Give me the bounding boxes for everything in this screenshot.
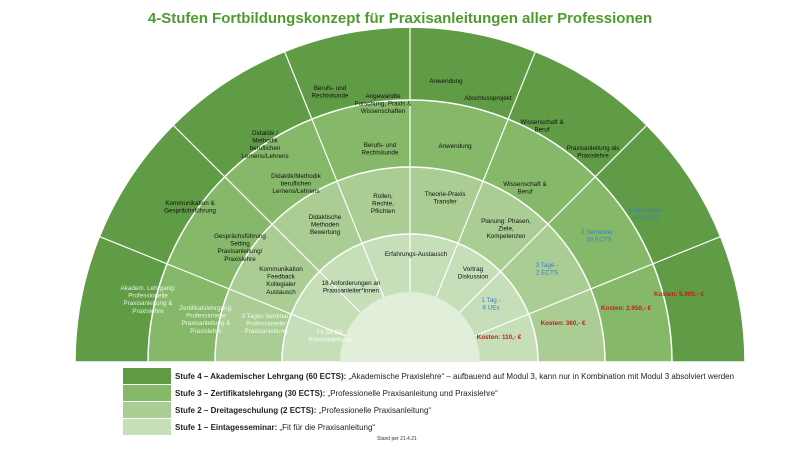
legend-text: Stufe 1 – Eintagesseminar: „Fit für die … xyxy=(175,422,376,432)
segment-divider xyxy=(172,124,361,313)
legend-row-stufe-1: Stufe 1 – Eintagesseminar: „Fit für die … xyxy=(123,419,375,435)
segment-label-second: Kosten: 360,- € xyxy=(541,320,586,327)
legend-swatch xyxy=(123,402,171,418)
segment-label-second: Rollen,Rechte,Pflichten xyxy=(371,193,396,215)
segment-label-first: 1 Tag -8 UEs xyxy=(481,297,500,312)
legend-text: Stufe 2 – Dreitageschulung (2 ECTS): „Pr… xyxy=(175,405,432,415)
segment-divider xyxy=(459,124,648,313)
segment-label-third: Kosten: 2.950,- € xyxy=(601,305,652,312)
segment-label-outer: Anwendung xyxy=(429,78,463,85)
segment-label-outer: Wissenschaft &Beruf xyxy=(520,119,564,134)
segment-label-outer: 4 Semester -60 ECTS xyxy=(628,207,664,222)
legend-row-stufe-3: Stufe 3 – Zertifikatslehrgang (30 ECTS):… xyxy=(123,385,498,401)
legend-row-stufe-2: Stufe 2 – Dreitageschulung (2 ECTS): „Pr… xyxy=(123,402,431,418)
segment-divider xyxy=(99,235,346,337)
legend-swatch xyxy=(123,368,171,384)
segment-label-third: Anwendung xyxy=(438,143,472,150)
legend-text: Stufe 3 – Zertifikatslehrgang (30 ECTS):… xyxy=(175,388,498,398)
diagram-title: 4-Stufen Fortbildungskonzept für Praxisa… xyxy=(147,10,653,27)
segment-label-second: 3 Tage -2 ECTS xyxy=(536,262,559,277)
ring-core xyxy=(340,292,480,362)
segment-divider xyxy=(283,51,385,298)
legend-text: Stufe 4 – Akademischer Lehrgang (60 ECTS… xyxy=(175,371,735,381)
stand-date: Stand per 21.4.21 xyxy=(377,436,417,442)
segment-divider xyxy=(474,235,721,337)
segment-label-outer: Kommunikation &Gesprächsführung xyxy=(164,200,216,215)
segment-divider xyxy=(435,51,537,298)
segment-label-outer: Abschlussprojekt xyxy=(464,95,512,102)
segment-label-second: Planung: Phasen,Ziele,Kompetenzen xyxy=(481,218,531,240)
segment-label-third: Wissenschaft &Beruf xyxy=(503,181,547,196)
legend-row-stufe-4: Stufe 4 – Akademischer Lehrgang (60 ECTS… xyxy=(123,368,734,384)
segment-label-first: Erfahrungs-Austausch xyxy=(385,251,448,258)
segment-label-third: 2 Semester -30 ECTS xyxy=(581,229,617,244)
legend-swatch xyxy=(123,385,171,401)
segment-label-outer: Kosten: 5.900,- € xyxy=(654,291,705,298)
legend-swatch xyxy=(123,419,171,435)
segment-label-first: Kosten: 110,- € xyxy=(477,334,522,341)
